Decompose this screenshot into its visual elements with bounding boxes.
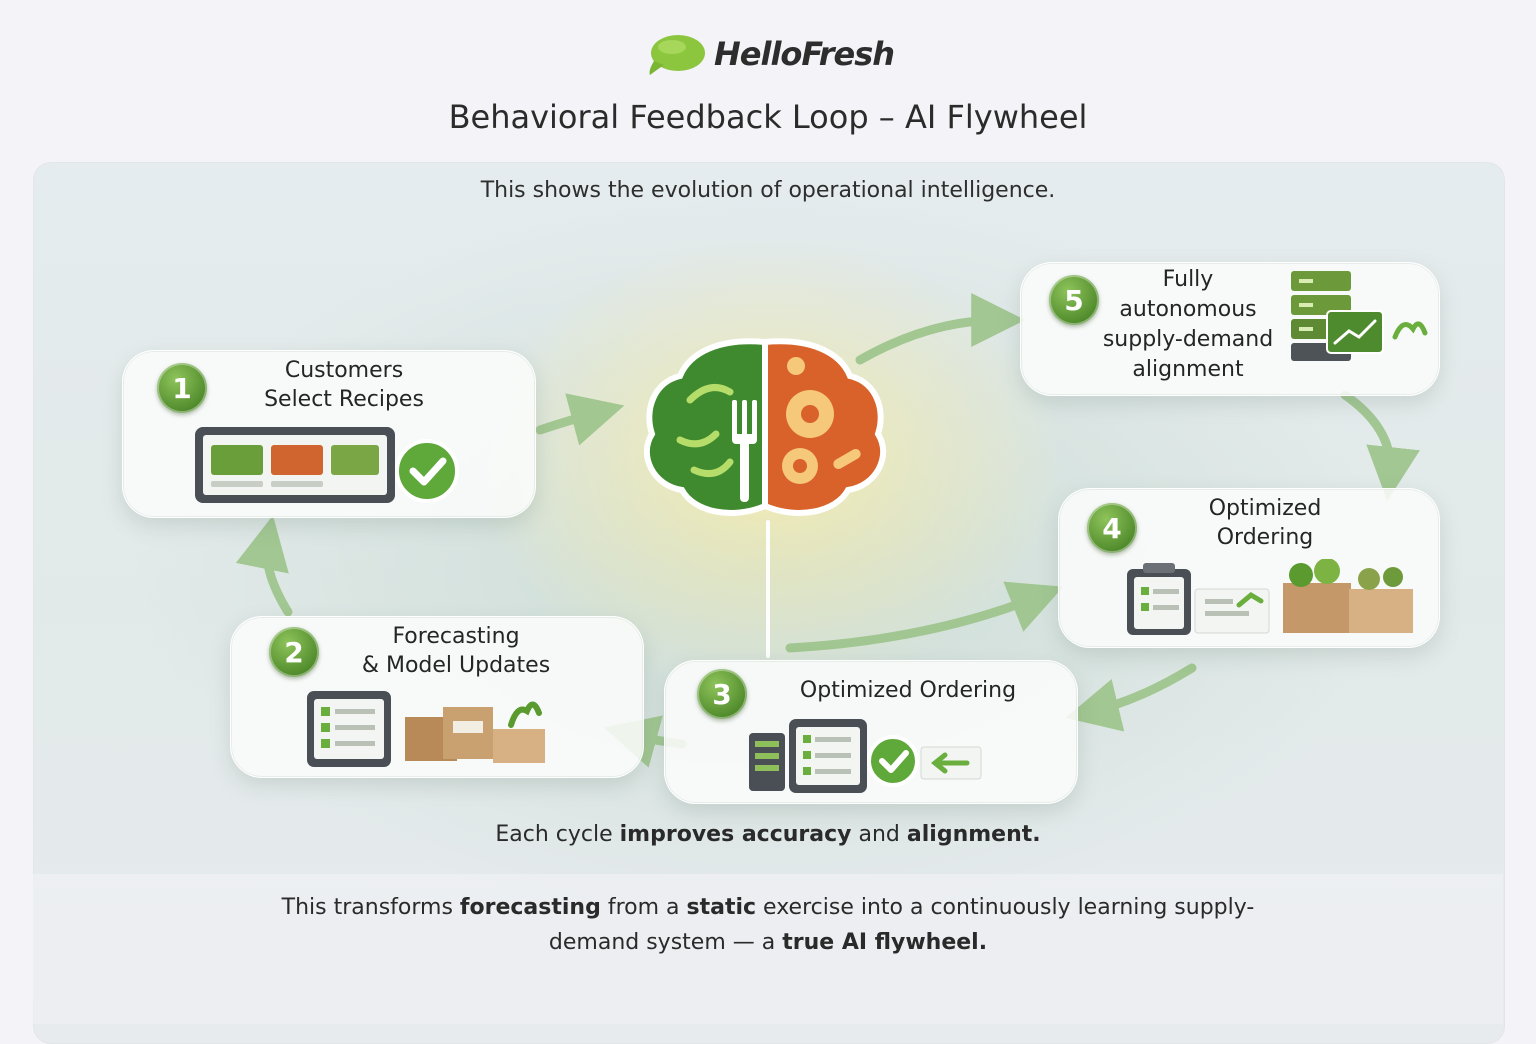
step-badge: 3 [697,669,747,719]
arrow-step2-to-step1 [235,515,293,617]
step-label: Forecasting & Model Updates [331,623,581,680]
step-label-line: Optimized [1208,496,1322,521]
step-label-line: & Model Updates [361,652,551,678]
recipe-selection-tablet-icon [195,427,459,503]
caption-bold: improves accuracy [619,822,852,847]
summary-part: exercise into a continuously learning su… [548,895,1255,956]
step-label-line: autonomous [1119,296,1257,322]
step-badge: 5 [1049,275,1099,325]
ordering-clipboard-and-produce-boxes-icon [1127,559,1413,635]
ai-brain-icon [644,338,886,516]
caption-bold: alignment. [906,822,1041,847]
step-card-2: 2 Forecasting & Model Updates [230,616,644,778]
summary-text: This transforms forecasting from a stati… [250,890,1286,960]
step-label-line: alignment [1132,356,1244,382]
arrow-step4-to-step3 [1065,663,1197,732]
page-title: Behavioral Feedback Loop – AI Flywheel [448,98,1088,136]
lime-leaf-icon [649,35,705,75]
summary-bold: forecasting [459,895,601,920]
step-label: Customers Select Recipes [235,357,453,414]
step-card-3: 3 Optimized Ordering [664,660,1078,804]
step-card-1: 1 Customers Select Recipes [122,350,536,518]
hellofresh-logo: HelloFresh [646,30,895,78]
forecast-checklist-and-boxes-icon [307,691,545,767]
step-badge: 2 [269,627,319,677]
cycle-caption: Each cycle improves accuracy and alignme… [0,822,1536,847]
arrow-step5-to-step4 [1340,390,1420,502]
step-label-line: Select Recipes [264,386,424,412]
step-badge: 4 [1087,503,1137,553]
summary-part: This transforms [281,895,460,920]
step-label: Fully autonomous supply-demand alignment [1083,265,1293,385]
brain-stem [766,520,770,658]
step-label-line: Forecasting [392,624,520,649]
caption-text: and [851,822,907,847]
arrow-step1-to-brain [535,393,625,446]
summary-bold: static [686,895,757,920]
arrow-brain-to-step5 [855,293,1026,365]
step-label: Optimized Ordering [1175,495,1355,552]
step-label-line: Fully [1162,267,1214,292]
summary-band [33,874,1503,1024]
step-label: Optimized Ordering [799,678,1017,703]
diagram-subtitle: This shows the evolution of operational … [480,178,1056,203]
ordering-checklist-icon [749,719,982,793]
summary-part: from a [600,895,687,920]
arrow-center-to-step4 [785,581,1064,653]
autonomous-server-stack-icon [1291,271,1428,361]
step-card-5: 5 Fully autonomous supply-demand alignme… [1020,262,1440,396]
brand-name: HelloFresh [714,35,895,73]
step-label-line: supply-demand [1102,326,1274,352]
step-label-line: Ordering [1216,524,1314,550]
step-label-line: Customers [284,358,404,383]
step-badge: 1 [157,363,207,413]
caption-text: Each cycle [495,822,620,847]
summary-bold: true AI flywheel. [782,930,988,956]
step-card-4: 4 Optimized Ordering [1058,488,1440,648]
